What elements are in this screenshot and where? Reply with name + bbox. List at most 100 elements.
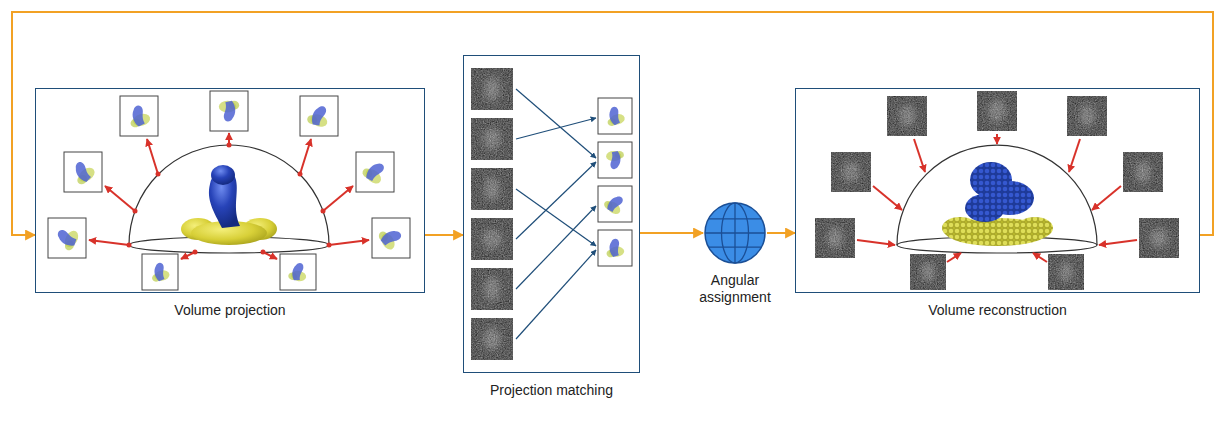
- thumbnail-frame: [300, 96, 338, 136]
- globe-gridline: [734, 203, 735, 263]
- particle-signal: [484, 177, 500, 201]
- backprojection-arrow: [873, 186, 902, 210]
- projection-arrow: [300, 139, 311, 174]
- projection-blob: [126, 103, 151, 128]
- particle-image: [910, 254, 946, 290]
- globe-gridline: [709, 218, 762, 219]
- thumbnail-frame: [210, 91, 248, 131]
- particle-image: [471, 118, 513, 160]
- particle-image: [1139, 218, 1179, 258]
- projection-thumbnail: [598, 186, 632, 222]
- particle-signal: [988, 100, 1006, 122]
- match-line: [516, 89, 596, 158]
- arrow-origin-dot: [327, 243, 332, 248]
- backprojection-arrow: [1092, 186, 1121, 210]
- thumbnail-frame: [280, 254, 316, 290]
- matching-lines: [516, 89, 596, 339]
- particle-signal: [1150, 228, 1168, 248]
- projection-thumbnail: [598, 142, 632, 178]
- projection-blob: [69, 158, 98, 187]
- backprojection-arrow: [1099, 240, 1137, 245]
- panel-caption: Volume projection: [174, 302, 285, 319]
- particle-image: [471, 268, 513, 310]
- caption-block: Volume projection: [174, 302, 285, 319]
- projection-thumbnail: [598, 98, 632, 134]
- arrow-origin-dot: [193, 250, 198, 255]
- arrow-origin-dot: [156, 172, 161, 177]
- projection-thumbnail: [120, 96, 158, 136]
- flow-arrow: [640, 232, 703, 234]
- thumbnail-frame: [142, 254, 178, 290]
- particle-signal: [483, 328, 501, 350]
- projection-blob: [605, 238, 624, 258]
- particle-images: [471, 68, 513, 360]
- particle-signal: [1059, 262, 1073, 282]
- particle-image: [815, 218, 855, 258]
- thumbnail-frame: [598, 98, 632, 134]
- step-label: Angular assignment: [680, 272, 790, 306]
- blue-head: [211, 165, 235, 185]
- projection-thumbnail: [598, 230, 632, 266]
- reconstruction-panel: Volume reconstruction: [795, 88, 1200, 293]
- particle-signal: [484, 277, 500, 301]
- backprojection-arrow: [857, 240, 895, 245]
- projection-blob: [361, 157, 390, 186]
- particle-image: [471, 218, 513, 260]
- thumbnail-frame: [372, 218, 410, 258]
- angular-globe: Angular assignment: [703, 201, 767, 265]
- projection-blob: [602, 191, 627, 216]
- particle-image: [471, 168, 513, 210]
- projection-arrow: [105, 186, 135, 211]
- particle-signal: [482, 229, 502, 249]
- projection-thumbnail: [64, 152, 102, 192]
- arrow-origin-dot: [133, 209, 138, 214]
- projection-thumbnail: [48, 218, 86, 258]
- projection-blob: [306, 103, 332, 129]
- atomic-model: [942, 162, 1053, 246]
- match-line: [516, 250, 596, 339]
- thumbnail-frame: [48, 218, 86, 258]
- projection-thumbnail: [372, 218, 410, 258]
- particle-signal: [483, 128, 501, 150]
- caption-block: Volume reconstruction: [928, 302, 1067, 319]
- projection-blob: [606, 151, 624, 169]
- thumbnail-frame: [598, 230, 632, 266]
- thumbnail-frame: [356, 152, 394, 192]
- particle-image: [1067, 96, 1107, 136]
- arrow-origin-dot: [227, 143, 232, 148]
- flow-arrow: [12, 12, 1213, 235]
- projection-thumbnail: [142, 254, 178, 290]
- matched-projections: [598, 98, 632, 266]
- thumbnail-frame: [64, 152, 102, 192]
- particle-signal: [921, 262, 935, 282]
- globe-body: [705, 203, 765, 263]
- projection-thumbnail: [280, 254, 316, 290]
- volume-model: [181, 165, 277, 245]
- projection-thumbnails: [48, 91, 410, 290]
- matching-panel: Projection matching: [463, 55, 640, 373]
- backprojection-arrow: [1069, 139, 1080, 172]
- caption-block: Angular assignment: [680, 272, 790, 306]
- projection-thumbnail: [300, 96, 338, 136]
- yellow-atoms: [945, 218, 1049, 246]
- particle-signal: [484, 77, 500, 101]
- projection-dome: [129, 145, 329, 253]
- match-line: [516, 162, 596, 239]
- particle-image: [1123, 152, 1163, 192]
- backprojection-arrow: [1033, 253, 1047, 262]
- panel-caption: Volume reconstruction: [928, 302, 1067, 319]
- particle-image: [977, 91, 1017, 131]
- particle-signal: [1079, 105, 1095, 127]
- projection-blob: [219, 101, 239, 122]
- dome-arc: [129, 145, 329, 245]
- globe-meridian: [722, 203, 749, 263]
- projection-thumbnail: [210, 91, 248, 131]
- particle-signal: [827, 227, 843, 249]
- panel-caption: Projection matching: [490, 382, 613, 399]
- thumbnail-frame: [120, 96, 158, 136]
- arrow-origin-dot: [321, 209, 326, 214]
- flow-arrow: [767, 232, 795, 234]
- arrow-origin-dot: [127, 243, 132, 248]
- projection-blob: [604, 105, 626, 127]
